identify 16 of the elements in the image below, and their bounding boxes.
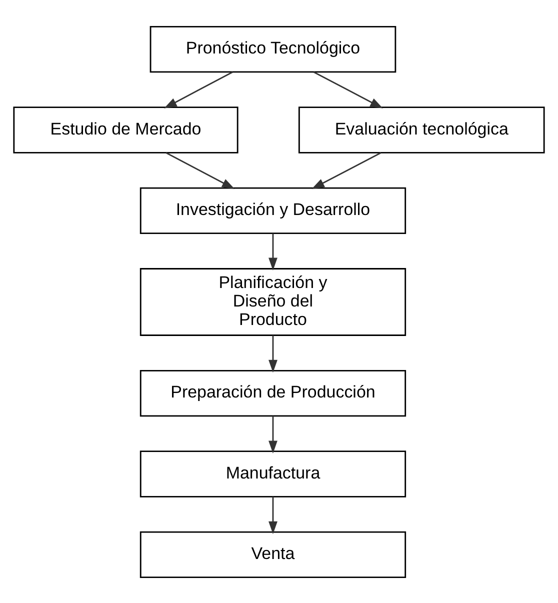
arrow [312, 152, 382, 189]
arrow [313, 70, 383, 108]
node-box: Manufactura [140, 450, 406, 497]
arrow [166, 152, 235, 189]
arrow [268, 233, 278, 270]
node-box: Preparación de Producción [140, 369, 406, 416]
node-box: Pronóstico Tecnológico [150, 25, 396, 72]
node-box: Investigación y Desarrollo [140, 186, 406, 234]
arrow [164, 70, 234, 108]
node-box: Estudio de Mercado [13, 106, 238, 153]
node-box: Venta [140, 530, 406, 578]
node-box: Evaluación tecnológica [298, 106, 545, 153]
arrow [268, 496, 278, 534]
arrow [268, 416, 278, 453]
arrow [268, 334, 278, 372]
node-box: Planificación y Diseño del Producto [140, 268, 406, 336]
